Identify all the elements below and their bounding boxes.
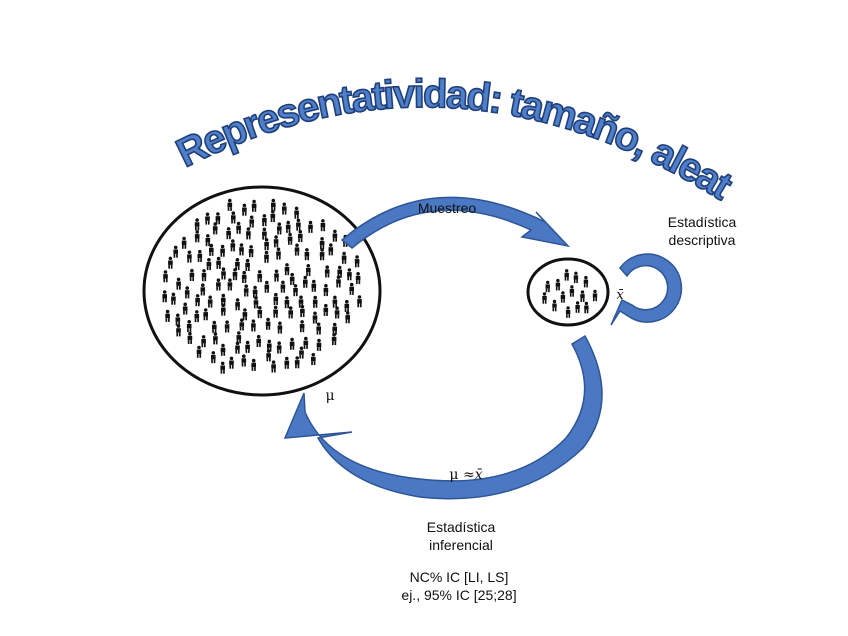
mu-population-label: μ: [325, 388, 334, 404]
arc-title: Representatividad: tamaño, aleatoria, es…: [0, 0, 739, 208]
mu-approx-prefix: μ ≈: [449, 467, 474, 483]
arc-title-text: Representatividad: tamaño, aleatoria, es…: [0, 0, 742, 209]
descriptiva-label-line1: Estadística: [668, 214, 737, 230]
ic-line-1: NC% IC [LI, LS]: [410, 569, 509, 585]
sampling-arrow: [340, 196, 571, 249]
inference-arrow: [283, 334, 603, 500]
mu-approx-label: μ ≈x̄: [449, 467, 483, 483]
inferencial-label-line1: Estadística: [427, 519, 496, 535]
mu-approx-xbar: x̄: [475, 467, 483, 483]
xbar-sample-label: x̄: [616, 288, 624, 303]
descriptiva-label-line2: descriptiva: [669, 232, 736, 248]
inferencial-label-line2: inferencial: [429, 537, 493, 553]
population-ellipse: [142, 185, 382, 397]
descriptive-loop-arrow: [610, 253, 683, 326]
muestreo-label: Muestreo: [418, 200, 477, 216]
ic-line-2: ej., 95% IC [25;28]: [401, 587, 516, 603]
